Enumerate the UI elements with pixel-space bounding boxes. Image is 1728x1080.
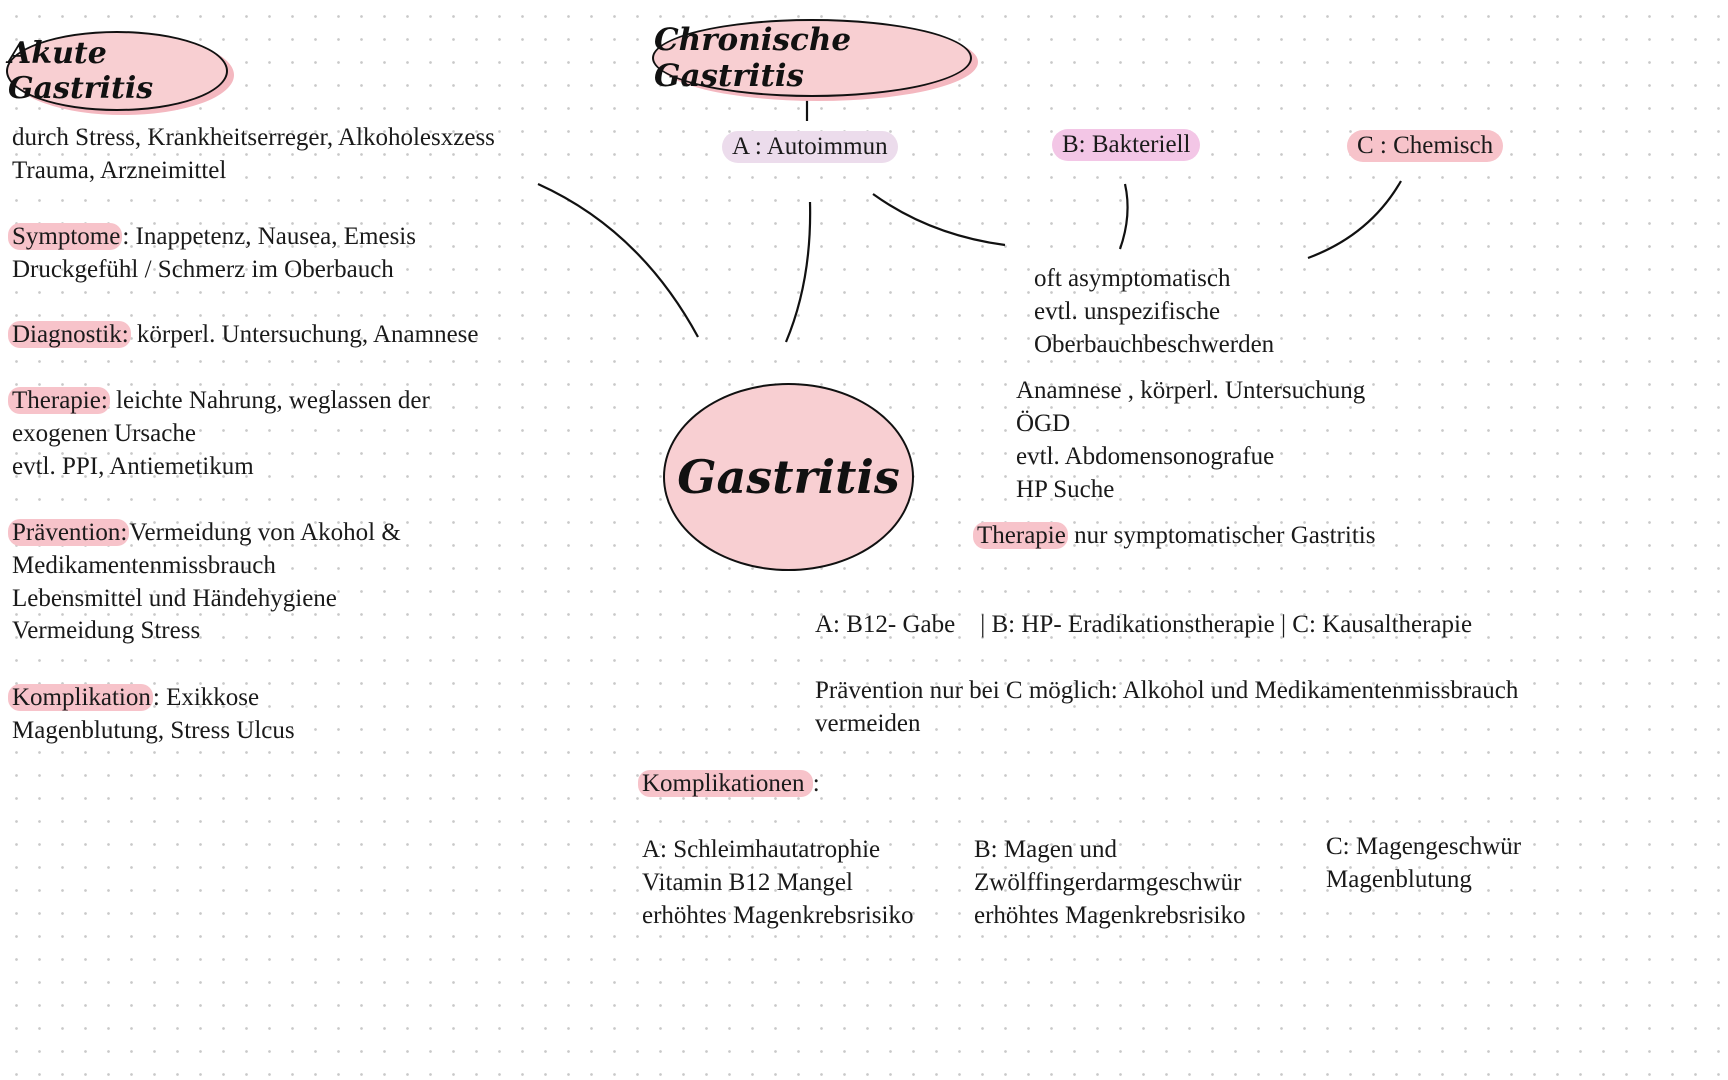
acute-therapy: Therapie: leichte Nahrung, weglassen der xyxy=(8,386,430,416)
chronic-therapy-label: Therapie xyxy=(973,522,1068,549)
diagnostics-label: Diagnostik: xyxy=(8,321,131,348)
chronic-therapy-abc: A: B12- Gabe | B: HP- Eradikationstherap… xyxy=(815,611,1473,638)
complication-text: : Exikkose xyxy=(152,684,260,711)
symptoms-text: : Inappetenz, Nausea, Emesis xyxy=(122,223,416,250)
type-c-chemisch: C : Chemisch xyxy=(1347,130,1504,162)
acute-complication-2: Magenblutung, Stress Ulcus xyxy=(12,717,295,744)
acute-prevention-2: Medikamentenmissbrauch xyxy=(12,552,276,579)
acute-prevention: Prävention:Vermeidung von Akohol & xyxy=(8,518,401,548)
chronic-title-text: Chronische Gastritis xyxy=(654,22,852,94)
acute-diagnostics: Diagnostik: körperl. Untersuchung, Anamn… xyxy=(8,320,479,350)
type-b-bakteriell: B: Bakteriell xyxy=(1052,129,1201,161)
chronic-symptoms-2: evtl. unspezifische xyxy=(1034,298,1221,325)
complication-b-2: Zwölffingerdarmgeschwür xyxy=(974,869,1242,896)
diagnostics-text: körperl. Untersuchung, Anamnese xyxy=(130,321,479,348)
symptoms-label: Symptome xyxy=(8,223,123,250)
complication-c-1: C: Magengeschwür xyxy=(1326,833,1522,860)
gastritis-center-node: Gastritis xyxy=(663,383,914,571)
acute-cause-2: Trauma, Arzneimittel xyxy=(12,157,227,184)
acute-therapy-2: exogenen Ursache xyxy=(12,420,196,447)
chronic-prevention-2: vermeiden xyxy=(815,710,921,737)
acute-cause-1: durch Stress, Krankheitserreger, Alkohol… xyxy=(12,124,495,151)
connector-c-symptoms xyxy=(1307,180,1402,260)
acute-title-text: Akute Gastritis xyxy=(8,36,154,106)
chronic-diagnostics-4: HP Suche xyxy=(1016,476,1115,503)
acute-prevention-3: Lebensmittel und Händehygiene xyxy=(12,585,337,612)
chronic-diagnostics-2: ÖGD xyxy=(1016,410,1071,437)
chronic-therapy-text: nur symptomatischer Gastritis xyxy=(1067,522,1376,549)
complication-label: Komplikation xyxy=(8,684,153,711)
chronic-therapy: Therapie nur symptomatischer Gastritis xyxy=(973,521,1376,551)
type-a-autoimmun: A : Autoimmun xyxy=(722,131,898,163)
complication-b-3: erhöhtes Magenkrebsrisiko xyxy=(974,902,1246,929)
acute-therapy-3: evtl. PPI, Antiemetikum xyxy=(12,453,254,480)
chronic-gastritis-title: Chronische Gastritis xyxy=(652,19,972,97)
acute-complication: Komplikation: Exikkose xyxy=(8,683,260,713)
chronic-complications: Komplikationen : xyxy=(638,769,820,799)
complication-a-1: A: Schleimhautatrophie xyxy=(642,836,881,863)
complication-c-2: Magenblutung xyxy=(1326,866,1472,893)
complication-b-1: B: Magen und xyxy=(974,836,1118,863)
complications-label: Komplikationen xyxy=(638,770,813,797)
chronic-symptoms-3: Oberbauchbeschwerden xyxy=(1034,331,1275,358)
complication-a-3: erhöhtes Magenkrebsrisiko xyxy=(642,902,914,929)
chronic-symptoms-1: oft asymptomatisch xyxy=(1034,265,1231,292)
therapy-label: Therapie: xyxy=(8,387,110,414)
connector-a-symptoms xyxy=(872,193,1006,247)
chronic-prevention-1: Prävention nur bei C möglich: Alkohol un… xyxy=(815,677,1519,704)
connector-acute xyxy=(537,182,699,338)
acute-symptoms: Symptome: Inappetenz, Nausea, Emesis xyxy=(8,222,416,252)
acute-symptoms-2: Druckgefühl / Schmerz im Oberbauch xyxy=(12,256,394,283)
acute-gastritis-title: Akute Gastritis xyxy=(6,31,228,111)
complication-a-2: Vitamin B12 Mangel xyxy=(642,869,853,896)
prevention-label: Prävention: xyxy=(8,519,130,546)
chronic-diagnostics-3: evtl. Abdomensonografue xyxy=(1016,443,1275,470)
acute-prevention-4: Vermeidung Stress xyxy=(12,617,201,644)
therapy-text: leichte Nahrung, weglassen der xyxy=(109,387,430,414)
connector-a-center xyxy=(784,201,812,343)
prevention-text: Vermeidung von Akohol & xyxy=(129,519,401,546)
connector-b-symptoms xyxy=(1118,183,1129,250)
complications-colon: : xyxy=(812,770,820,797)
chronic-diagnostics-1: Anamnese , körperl. Untersuchung xyxy=(1016,377,1366,404)
center-title-text: Gastritis xyxy=(677,450,900,504)
